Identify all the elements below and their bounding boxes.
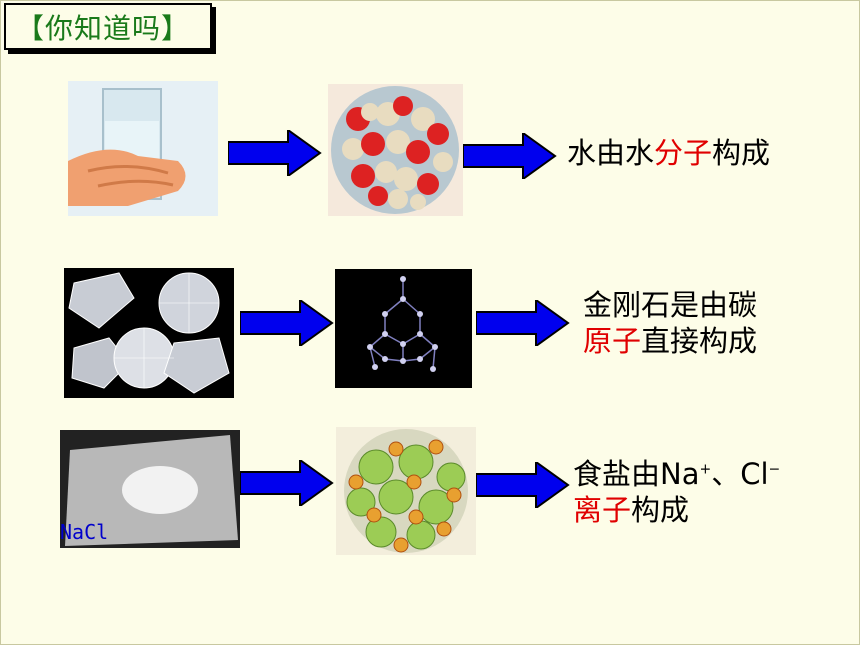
page-title: 【你知道吗】 [16, 12, 191, 45]
diamonds-image [64, 268, 234, 398]
caption-highlight: 离子 [573, 493, 632, 528]
superscript: − [768, 461, 781, 478]
caption-text: 构成 [631, 493, 690, 528]
ion-lattice-image [336, 427, 476, 555]
title-box: 【你知道吗】 [4, 3, 212, 50]
caption-text: 、Cl [711, 457, 769, 491]
caption-salt: 食盐由Na+、Cl− 离子构成 [573, 456, 780, 529]
caption-text: 构成 [712, 136, 771, 170]
arrow-icon [476, 300, 570, 346]
caption-diamond: 金刚石是由碳 原子直接构成 [583, 287, 757, 360]
water-glass-image [68, 81, 218, 216]
arrow-icon [240, 460, 334, 506]
caption-text: 金刚石是由碳 [583, 288, 758, 322]
nacl-label: NaCl [60, 520, 109, 544]
arrow-icon [228, 130, 322, 176]
caption-text: 直接构成 [641, 324, 758, 359]
caption-water: 水由水分子构成 [567, 135, 770, 171]
water-molecules-image [328, 84, 463, 216]
arrow-icon [463, 133, 557, 179]
arrow-icon [240, 300, 334, 346]
salt-image [60, 430, 240, 548]
caption-text: 水由水 [567, 136, 655, 170]
diamond-lattice-image [335, 269, 472, 388]
caption-text: 食盐由Na [573, 457, 700, 491]
arrow-icon [476, 462, 570, 508]
caption-highlight: 原子 [583, 324, 642, 359]
caption-highlight: 分子 [654, 136, 713, 170]
superscript: + [699, 461, 712, 478]
